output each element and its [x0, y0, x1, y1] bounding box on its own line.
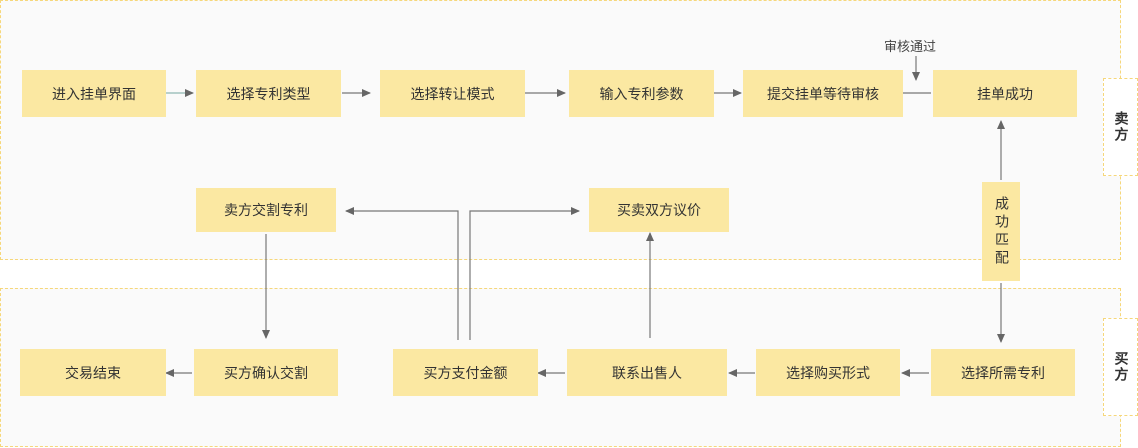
node-negotiate: 买卖双方议价	[589, 188, 729, 232]
edge-pay-to-deliver	[345, 207, 459, 340]
node-select-patent-type: 选择专利类型	[196, 70, 341, 117]
node-select-patent: 选择所需专利	[931, 349, 1075, 396]
node-listing-success: 挂单成功	[933, 70, 1077, 117]
node-select-transfer-mode: 选择转让模式	[380, 70, 525, 117]
node-trade-end: 交易结束	[20, 349, 166, 396]
seller-lane-label: 卖方	[1103, 78, 1138, 176]
label-review-passed: 审核通过	[884, 40, 937, 55]
node-contact-seller: 联系出售人	[567, 349, 727, 396]
node-submit-review: 提交挂单等待审核	[743, 70, 903, 117]
node-input-params: 输入专利参数	[569, 70, 714, 117]
node-seller-deliver: 卖方交割专利	[196, 188, 336, 232]
node-match-success: 成功匹配	[982, 182, 1020, 281]
node-buyer-confirm: 买方确认交割	[194, 349, 338, 396]
seller-lane	[0, 0, 1121, 260]
edge-pay-to-negotiate	[469, 207, 580, 340]
node-select-purchase-form: 选择购买形式	[756, 349, 900, 396]
node-enter-listing: 进入挂单界面	[22, 70, 166, 117]
node-buyer-pay: 买方支付金额	[393, 349, 538, 396]
